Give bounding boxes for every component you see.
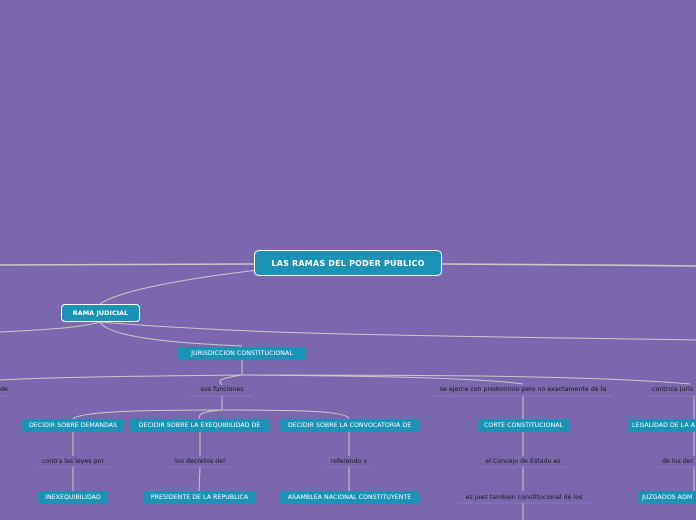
legalidad-node[interactable]: LEGALIDAD DE LA A (628, 419, 696, 432)
link-root-right (441, 263, 696, 267)
corte-constitucional-node[interactable]: CORTE CONSTITUCIONAL (478, 419, 569, 432)
referendo-label: referendo o (330, 458, 368, 465)
link-root-branch (99, 269, 259, 305)
decretos-label: los decretos del (175, 458, 225, 465)
contra-leyes-label: contra las leyes por (41, 458, 105, 465)
jurisdiccion-constitucional-node[interactable]: JURISDICCION CONSTITUCIONAL (178, 347, 306, 360)
link-branch-jurisdiccion (99, 321, 243, 347)
decidir-convocatoria-node[interactable]: DECIDIR SOBRE LA CONVOCATORIA DE (280, 419, 419, 432)
link-decretos-presidente (198, 466, 201, 492)
juez-label: es juez tambien constitucional de los (465, 494, 583, 501)
funciones-label: sus funciones (200, 386, 244, 393)
rama-judicial-node[interactable]: RAMA JUDICIAL (61, 304, 140, 322)
link-funciones-demandas (72, 409, 223, 420)
link-jur-controla (241, 374, 691, 385)
asamblea-node[interactable]: ASAMBLEA NACIONAL CONSTITUYENTE (280, 491, 419, 504)
link-funciones-exequibilidad (198, 409, 223, 420)
link-branch-right (99, 321, 696, 341)
left-cut-label: de (0, 386, 8, 393)
ejerce-label: se ejerce con predominio pero no exactam… (439, 386, 607, 393)
juzgados-node[interactable]: JUZGADOS ADM (638, 491, 696, 504)
inexequibilidad-node[interactable]: INEXEQUIBILIDAD (38, 491, 108, 504)
controla-label: controla juris (652, 386, 694, 393)
link-jur-funciones (219, 374, 243, 386)
de-los-label: de los der (662, 458, 694, 465)
decidir-exequibilidad-node[interactable]: DECIDIR SOBRE LA EXEQUIBILIDAD DE (130, 419, 269, 432)
presidente-node[interactable]: PRESIDENTE DE LA REPUBLICA (144, 491, 255, 504)
link-funciones-convocatoria (221, 409, 350, 420)
consejo-label: el Concejo de Estado es (485, 458, 561, 465)
decidir-demandas-node[interactable]: DECIDIR SOBRE DEMANDAS (22, 419, 124, 432)
link-branch-left (0, 321, 101, 333)
root-node[interactable]: LAS RAMAS DEL PODER PUBLICO (254, 250, 442, 276)
link-root-left (0, 263, 255, 266)
link-jur-left (0, 374, 243, 381)
